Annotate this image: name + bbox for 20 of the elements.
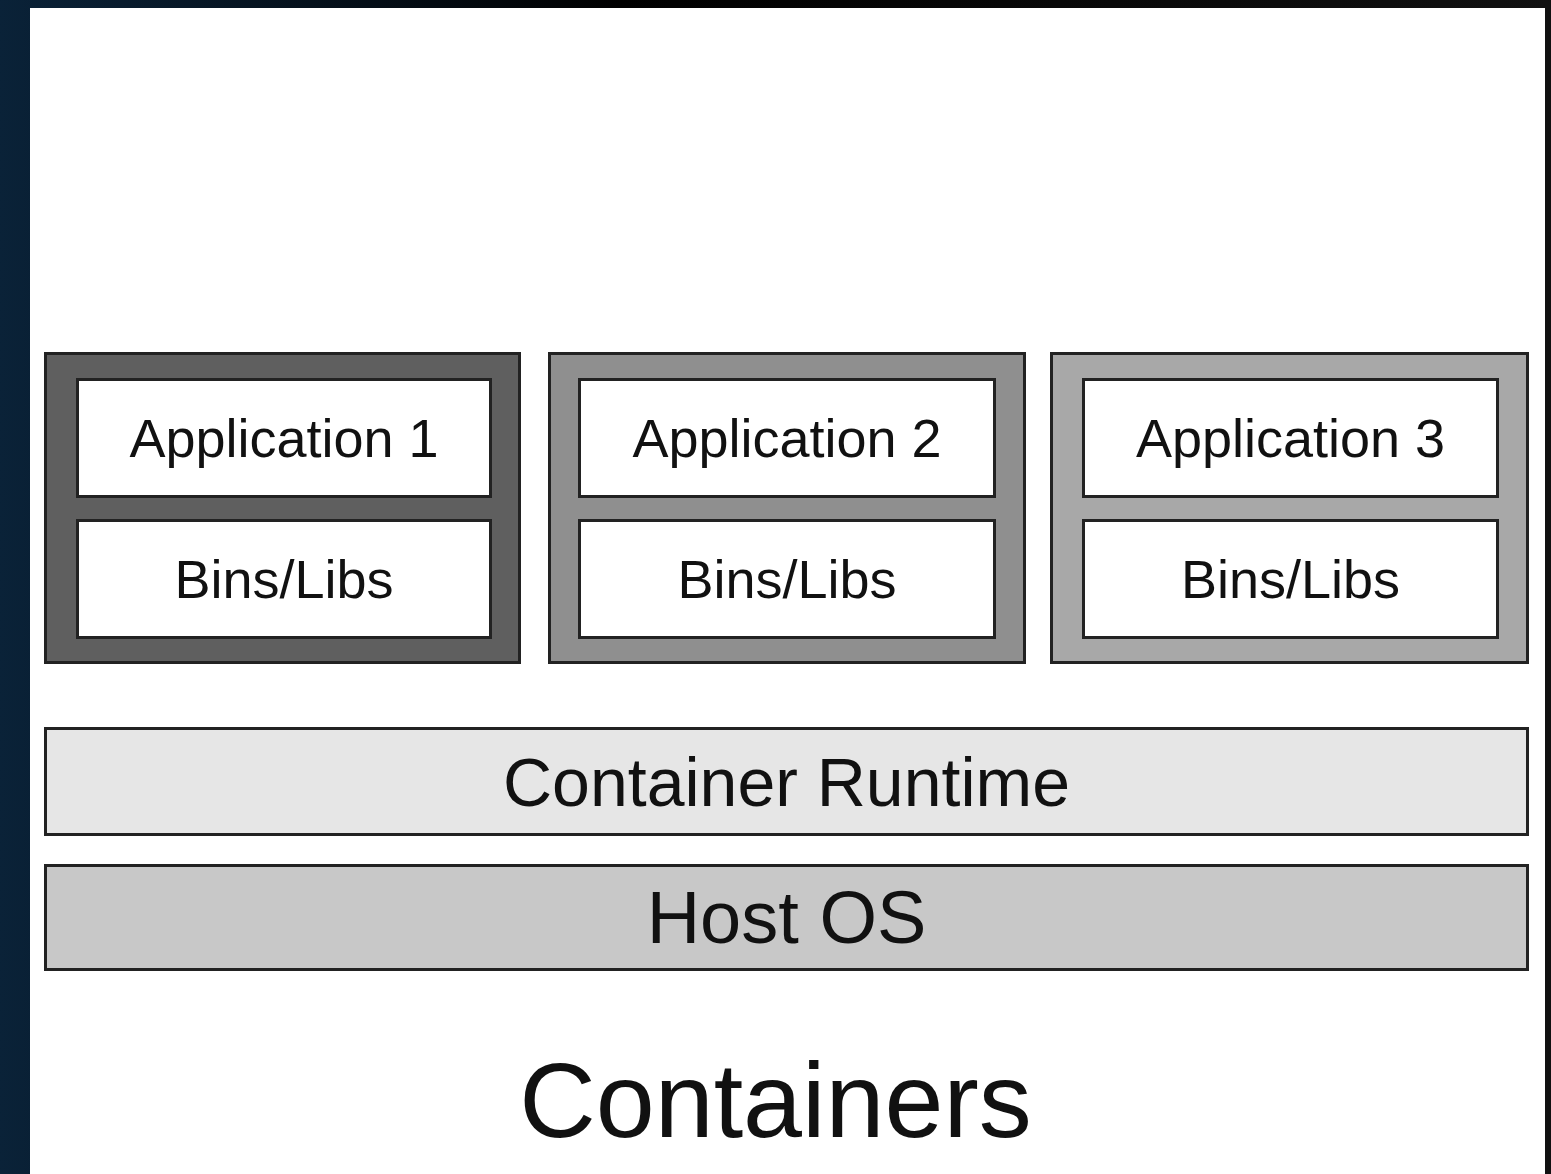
container-box — [1050, 352, 1529, 664]
layer-box — [44, 727, 1529, 836]
layer-box — [76, 519, 492, 639]
layer-label: Application 2 — [632, 407, 942, 469]
layer-label: Bins/Libs — [677, 548, 897, 610]
layer-label: Application 3 — [1135, 407, 1446, 469]
layer-box — [1082, 378, 1499, 498]
layer-box — [44, 864, 1529, 971]
layer-label: Container Runtime — [503, 742, 1070, 821]
layer-label: Host OS — [646, 875, 927, 960]
layer-label: Bins/Libs — [1180, 548, 1401, 610]
layer-box — [578, 519, 996, 639]
diagram-title: Containers — [519, 1041, 1032, 1159]
layer-box — [1082, 519, 1499, 639]
layer-label: Bins/Libs — [174, 548, 394, 610]
layer-box — [76, 378, 492, 498]
container-box — [548, 352, 1026, 664]
container-box — [44, 352, 521, 664]
layer-label: Application 1 — [129, 407, 439, 469]
layer-box — [578, 378, 996, 498]
